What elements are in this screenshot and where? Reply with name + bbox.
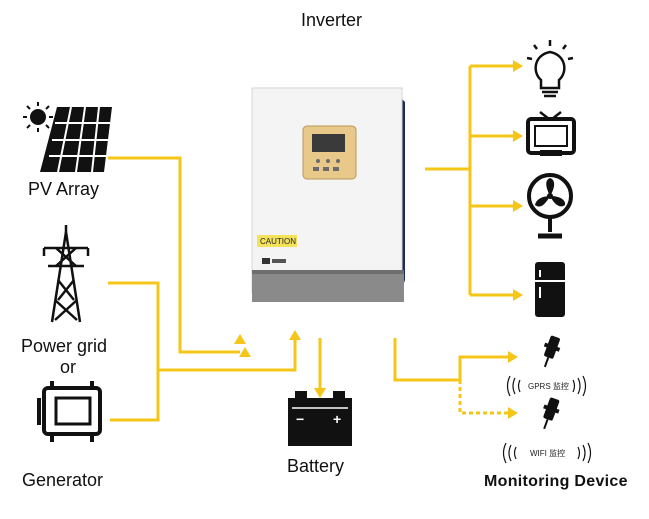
wire-monitor [393, 338, 510, 382]
arrow-fridge [513, 289, 523, 301]
inverter-title: Inverter [301, 10, 363, 30]
arrow-tv [513, 130, 523, 142]
wifi-dongle-icon: WIFI 监控 [502, 397, 592, 464]
arrow-fan [513, 200, 523, 212]
tower-icon [42, 225, 90, 323]
monitoring-device-label: Monitoring Device [484, 473, 628, 490]
gprs-label: GPRS 监控 [528, 381, 569, 391]
wires [108, 64, 515, 422]
fan-icon [527, 173, 573, 239]
or-label: or [60, 357, 77, 377]
solar-panel-icon [40, 106, 112, 173]
arrow-gprs [508, 351, 518, 363]
wire-monitor-dashed [458, 380, 510, 415]
arrow-battery [314, 388, 326, 398]
battery-icon: − + [288, 391, 352, 446]
power-grid-label: Power grid [21, 336, 108, 356]
inverter-unit: CAUTION [251, 87, 405, 302]
wifi-label: WIFI 监控 [530, 448, 565, 458]
bulb-icon [526, 40, 574, 98]
wire-grid-join [158, 338, 297, 372]
wire-grid [108, 281, 160, 422]
generator-icon [37, 381, 102, 442]
pv-array-label: PV Array [28, 179, 100, 199]
arrow-wifi [508, 407, 518, 419]
arrowheads [234, 60, 523, 419]
generator-label: Generator [22, 470, 104, 490]
arrow-bulb [513, 60, 523, 72]
wire-pv [108, 156, 240, 354]
tv-icon [526, 111, 576, 156]
arrow-grid [289, 330, 301, 340]
sun-icon [23, 102, 53, 132]
arrow-pv-up [234, 334, 246, 344]
inverter-panel [302, 125, 357, 180]
arrow-pv [239, 347, 251, 357]
battery-label: Battery [287, 456, 345, 476]
inverter-caution-text: CAUTION [260, 237, 296, 246]
inverter-caution-label [257, 235, 297, 247]
fridge-icon [535, 262, 565, 317]
svg-text:+: + [333, 411, 341, 427]
svg-text:−: − [296, 411, 304, 427]
gprs-dongle-icon: GPRS 监控 [506, 335, 587, 397]
inverter-lcd [312, 134, 345, 152]
